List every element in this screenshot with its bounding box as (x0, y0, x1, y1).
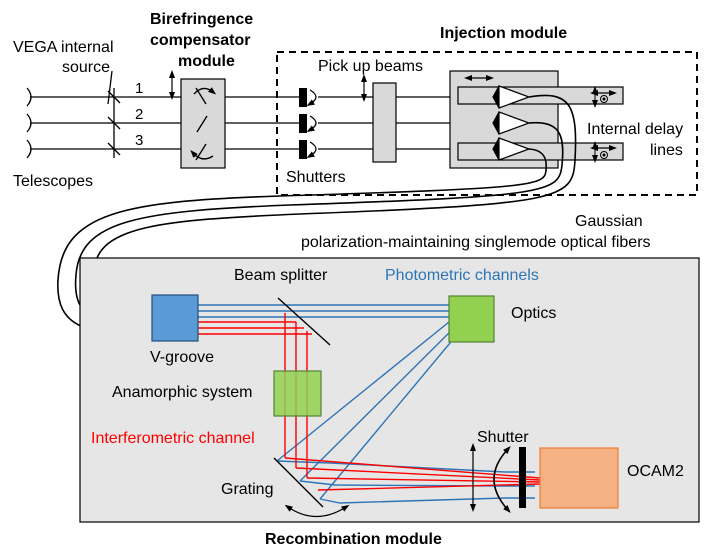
v-groove-label: V-groove (150, 349, 214, 366)
shutter-rotation-arrow (493, 446, 511, 513)
grating (273, 457, 324, 508)
vega-source-lines (107, 70, 121, 158)
beam-1-label: 1 (135, 80, 143, 97)
beam-3-label: 3 (135, 132, 143, 149)
ocam2-block (539, 447, 619, 509)
birefringence-label-line1: Birefringence (150, 11, 253, 28)
delay-line-3 (457, 142, 624, 161)
fibers-label-line1: Gaussian (575, 213, 643, 230)
birefringence-label-line2: compensator (150, 32, 250, 49)
shutter-bars (299, 88, 307, 159)
injection-lenses (492, 85, 531, 161)
delay-adjust-icons (592, 86, 608, 163)
beam-lines (30, 96, 466, 150)
anamorphic-system-block (273, 370, 322, 417)
injection-module-label: Injection module (440, 25, 567, 42)
optics-label: Optics (511, 305, 556, 322)
interferometric-beams (197, 313, 541, 491)
telescopes-label: Telescopes (13, 173, 93, 190)
grating-rotation-arrow (284, 504, 350, 517)
fibers-label-line2: polarization-maintaining singlemode opti… (301, 234, 651, 251)
shutters-label: Shutters (286, 169, 346, 186)
internal-delay-label-line2: lines (650, 142, 683, 159)
vega-source-label-line2: source (62, 59, 110, 76)
shutter-label: Shutter (477, 429, 529, 446)
shutter-bar (519, 447, 526, 508)
photometric-channels-label: Photometric channels (385, 267, 539, 284)
internal-delay-label-line1: Internal delay (587, 121, 683, 138)
pick-up-plate (372, 82, 397, 163)
injection-module-box (276, 51, 698, 196)
v-groove-block (151, 294, 199, 342)
optics-block (448, 295, 495, 343)
birefringence-label-line3: module (178, 53, 235, 70)
birefringence-plates (190, 87, 217, 161)
anamorphic-system-label: Anamorphic system (112, 384, 253, 401)
interferometric-channel-label: Interferometric channel (91, 430, 255, 447)
beam-splitter-label: Beam splitter (234, 267, 328, 284)
vega-source-label-line1: VEGA internal (13, 39, 114, 56)
recombination-module-label: Recombination module (265, 531, 442, 548)
ocam2-label: OCAM2 (627, 463, 684, 480)
pick-up-beams-label: Pick up beams (318, 58, 423, 75)
grating-label: Grating (221, 481, 273, 498)
beam-splitter (277, 297, 331, 346)
shutter-rotation-arrows (306, 89, 317, 159)
beam-2-label: 2 (135, 106, 143, 123)
